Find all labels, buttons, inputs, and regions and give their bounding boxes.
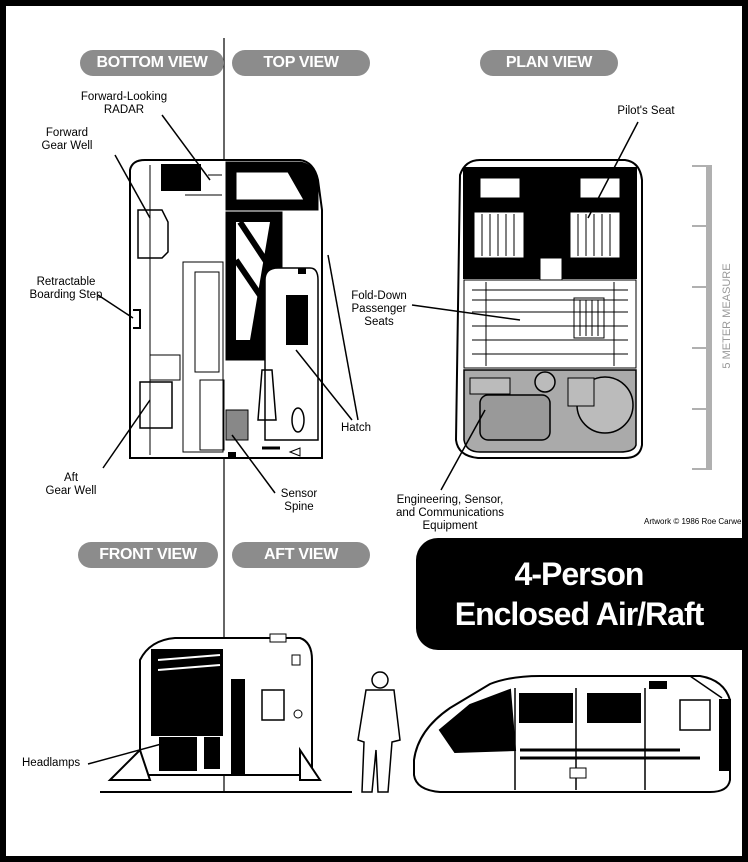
passenger-seats-label: Fold-Down Passenger Seats <box>342 290 416 329</box>
title-line-1: 4-Person <box>514 556 645 592</box>
aft-view-pill: AFT VIEW <box>232 542 370 568</box>
forward-gear-label: Forward Gear Well <box>36 127 98 153</box>
line-art <box>87 38 731 793</box>
bottom-top-view-drawing <box>129 159 323 459</box>
front-view-pill: FRONT VIEW <box>78 542 218 568</box>
hatch-label: Hatch <box>340 422 372 434</box>
aft-gear-line2: Gear Well <box>45 485 97 497</box>
side-view-drawing <box>413 675 731 793</box>
boarding-step-line2: Boarding Step <box>29 289 103 301</box>
engineering-line2: and Communications <box>395 507 505 519</box>
leader-lines <box>87 114 639 765</box>
pilot-seat-label: Pilot's Seat <box>617 105 675 117</box>
engineering-line3: Equipment <box>422 520 478 532</box>
forward-gear-line2: Gear Well <box>41 140 93 152</box>
artwork-credit: Artwork © 1986 Roe Carwell <box>644 517 742 526</box>
boarding-step-label: Retractable Boarding Step <box>26 276 106 302</box>
plan-view-drawing <box>454 159 643 459</box>
passenger-line2: Passenger <box>351 303 407 315</box>
boarding-step-line1: Retractable <box>36 276 96 288</box>
engineering-line1: Engineering, Sensor, <box>396 494 504 506</box>
plan-view-pill: PLAN VIEW <box>480 50 618 76</box>
bottom-view-pill: BOTTOM VIEW <box>80 50 224 76</box>
diagram-sheet: BOTTOM VIEW TOP VIEW PLAN VIEW FRONT VIE… <box>6 6 742 856</box>
scale-label: 5 METER MEASURE <box>721 263 733 369</box>
forward-radar-line1: Forward-Looking <box>80 91 168 103</box>
title-banner: 4-Person Enclosed Air/Raft <box>416 538 742 650</box>
title-line-2: Enclosed Air/Raft <box>454 596 705 632</box>
sensor-spine-label: Sensor Spine <box>274 488 324 514</box>
forward-radar-line2: RADAR <box>103 104 145 116</box>
aft-gear-label: Aft Gear Well <box>40 472 102 498</box>
passenger-line1: Fold-Down <box>351 290 407 302</box>
person-silhouette <box>357 671 401 793</box>
forward-gear-line1: Forward <box>45 127 89 139</box>
sensor-spine-line2: Spine <box>284 501 314 513</box>
front-aft-view-drawing <box>100 633 352 793</box>
sensor-spine-line1: Sensor <box>280 488 318 500</box>
five-meter-scale <box>692 165 712 470</box>
forward-radar-label: Forward-Looking RADAR <box>64 91 184 117</box>
headlamps-label: Headlamps <box>22 757 81 769</box>
aft-gear-line1: Aft <box>63 472 79 484</box>
engineering-label: Engineering, Sensor, and Communications … <box>386 494 514 533</box>
passenger-line3: Seats <box>364 316 394 328</box>
top-view-pill: TOP VIEW <box>232 50 370 76</box>
